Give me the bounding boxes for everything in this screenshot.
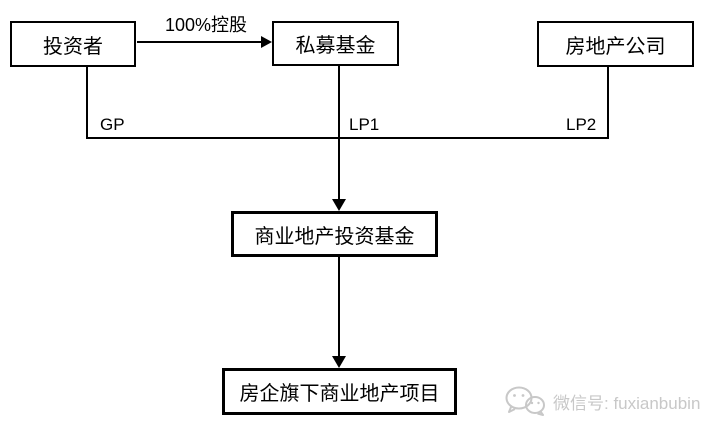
edge-horizontal-connector	[86, 137, 609, 139]
edge-label-gp: GP	[100, 115, 125, 134]
node-commercial-fund-label: 商业地产投资基金	[254, 225, 415, 248]
node-real-estate-company: 房地产公司	[537, 21, 694, 67]
edge-commercial-to-project-line	[338, 257, 340, 356]
node-investor-label: 投资者	[43, 35, 103, 58]
edge-label-lp1: LP1	[349, 115, 380, 134]
arrow-down-icon	[332, 199, 346, 211]
wechat-icon	[504, 386, 546, 416]
edge-investor-gp-line	[86, 67, 88, 138]
node-investor: 投资者	[10, 21, 136, 67]
watermark-text: 微信号: fuxianbubin	[553, 393, 701, 413]
edge-label-holding: 100%控股	[164, 15, 248, 35]
edge-fund-to-commercial-line	[338, 64, 340, 200]
node-private-fund: 私募基金	[272, 21, 399, 66]
node-commercial-fund: 商业地产投资基金	[231, 211, 438, 257]
edge-realestate-lp2-line	[607, 67, 609, 138]
node-private-fund-label: 私募基金	[295, 35, 376, 57]
node-real-estate-company-label: 房地产公司	[565, 35, 666, 58]
edge-investor-to-fund-line	[137, 41, 263, 43]
node-project: 房企旗下商业地产项目	[222, 368, 457, 415]
watermark: 微信号: fuxianbubin	[504, 386, 700, 416]
edge-label-lp2: LP2	[566, 115, 597, 134]
arrow-right-icon	[261, 36, 272, 48]
node-project-label: 房企旗下商业地产项目	[239, 383, 440, 405]
arrow-down-icon	[332, 356, 346, 368]
